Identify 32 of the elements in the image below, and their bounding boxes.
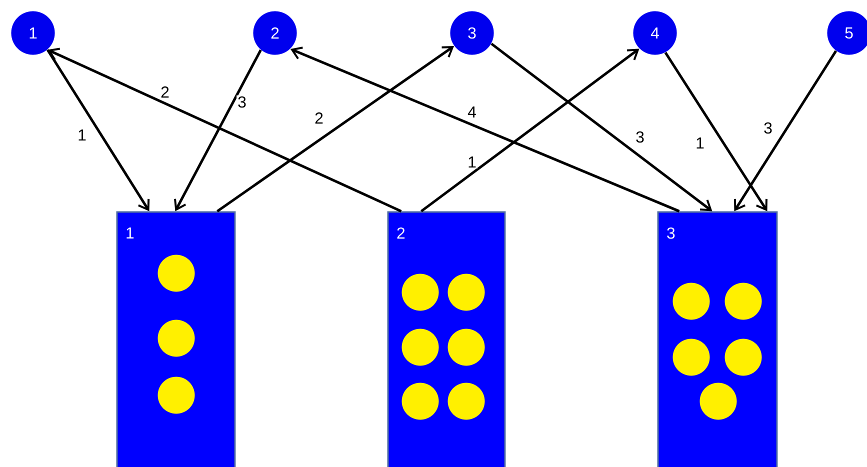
edge-label: 1: [694, 136, 706, 150]
dot: [158, 254, 195, 292]
arrow: [664, 52, 768, 212]
edge-label: 3: [762, 121, 774, 135]
arrow: [216, 46, 454, 212]
dot: [672, 282, 710, 320]
dot: [724, 282, 762, 320]
arrow: [174, 49, 262, 212]
dot: [158, 376, 195, 414]
dot: [448, 328, 485, 366]
arrow: [490, 42, 712, 212]
dot: [448, 274, 485, 311]
arrow: [420, 48, 640, 212]
edge-label: 3: [634, 130, 646, 144]
dot: [672, 338, 710, 376]
dot: [700, 382, 737, 420]
arrow: [46, 49, 150, 212]
edge-label: 4: [466, 106, 478, 118]
edge-label: 3: [236, 95, 248, 109]
dot: [724, 338, 762, 376]
arrow: [290, 46, 680, 212]
dot: [402, 382, 439, 420]
dot: [158, 320, 195, 357]
dot: [448, 382, 485, 420]
arrow: [48, 48, 402, 212]
dot: [402, 328, 439, 366]
edge-label: 2: [160, 85, 170, 99]
dot: [402, 274, 439, 311]
edge-label: 1: [76, 128, 88, 142]
arrow: [734, 50, 838, 212]
edge-label: 2: [314, 111, 324, 125]
edge-label: 1: [466, 156, 478, 168]
